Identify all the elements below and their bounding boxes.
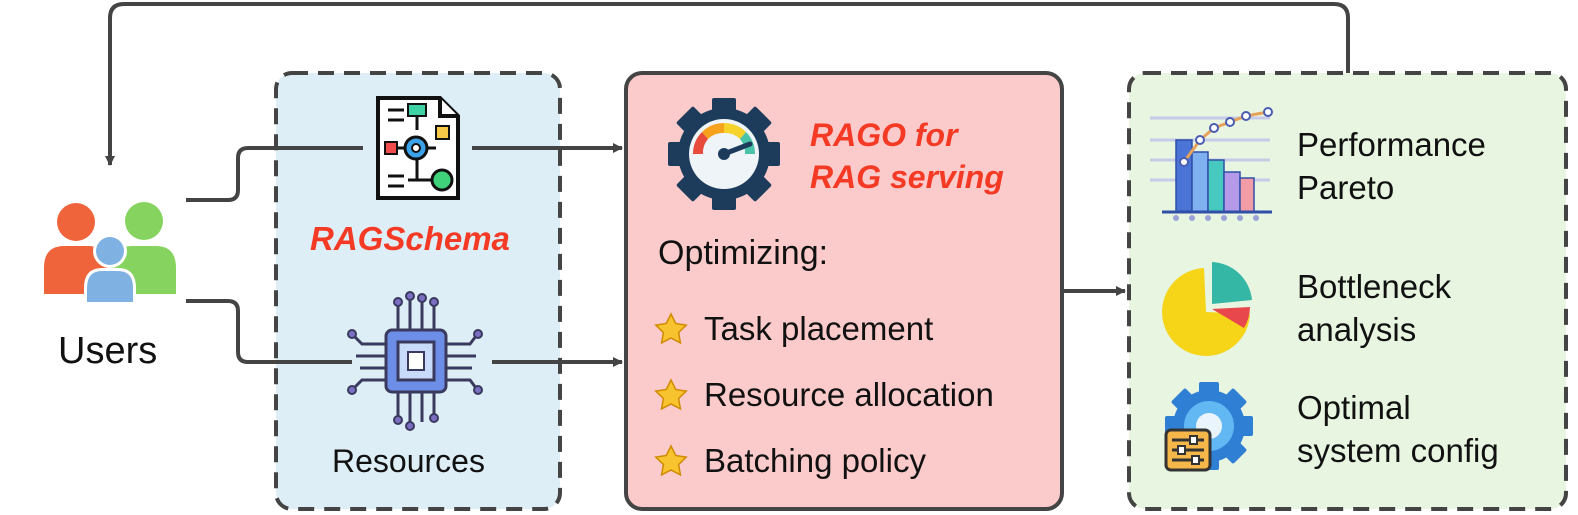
output-performance-pareto: Performance Pareto [1297, 124, 1486, 210]
schema-document-icon [376, 96, 460, 200]
rago-title-line2: RAG serving [810, 158, 1004, 195]
gauge-gear-icon [668, 98, 780, 210]
optimization-item-resource-allocation: Resource allocation [704, 376, 994, 413]
output-bottleneck-analysis-line1: Bottleneck [1297, 268, 1452, 305]
output-bottleneck-analysis: Bottleneck analysis [1297, 266, 1451, 352]
star-icon [654, 378, 688, 411]
bar-line-chart-icon [1150, 107, 1273, 221]
optimizing-label: Optimizing: [658, 234, 829, 272]
rago-title: RAGO for RAG serving [810, 115, 1004, 198]
connectors [105, 2, 1350, 367]
output-performance-pareto-line2: Pareto [1297, 168, 1395, 206]
feedback-arrow [105, 2, 1350, 166]
optimization-item-task-placement: Task placement [704, 310, 934, 347]
gear-settings-icon [1164, 382, 1253, 472]
star-icon [654, 312, 688, 345]
users-to-resources-line [186, 299, 352, 364]
users-label: Users [58, 330, 158, 372]
rago-title-line1: RAGO for [810, 117, 958, 153]
resources-label: Resources [332, 443, 485, 479]
rag-schema-label: RAGSchema [310, 220, 510, 257]
output-performance-pareto-line1: Performance [1297, 126, 1486, 163]
pie-chart-icon [1162, 262, 1252, 356]
output-bottleneck-analysis-line2: analysis [1297, 310, 1417, 348]
output-optimal-system-config: Optimal system config [1297, 387, 1499, 473]
optimization-item-batching-policy: Batching policy [704, 442, 926, 479]
input-panel [274, 71, 562, 511]
output-optimal-system-config-line1: Optimal [1297, 389, 1411, 426]
output-optimal-system-config-line2: system config [1297, 431, 1499, 469]
star-icon [654, 444, 688, 477]
users-group-icon [44, 202, 176, 303]
chip-icon [347, 291, 483, 431]
users-to-schema-line [186, 146, 363, 202]
